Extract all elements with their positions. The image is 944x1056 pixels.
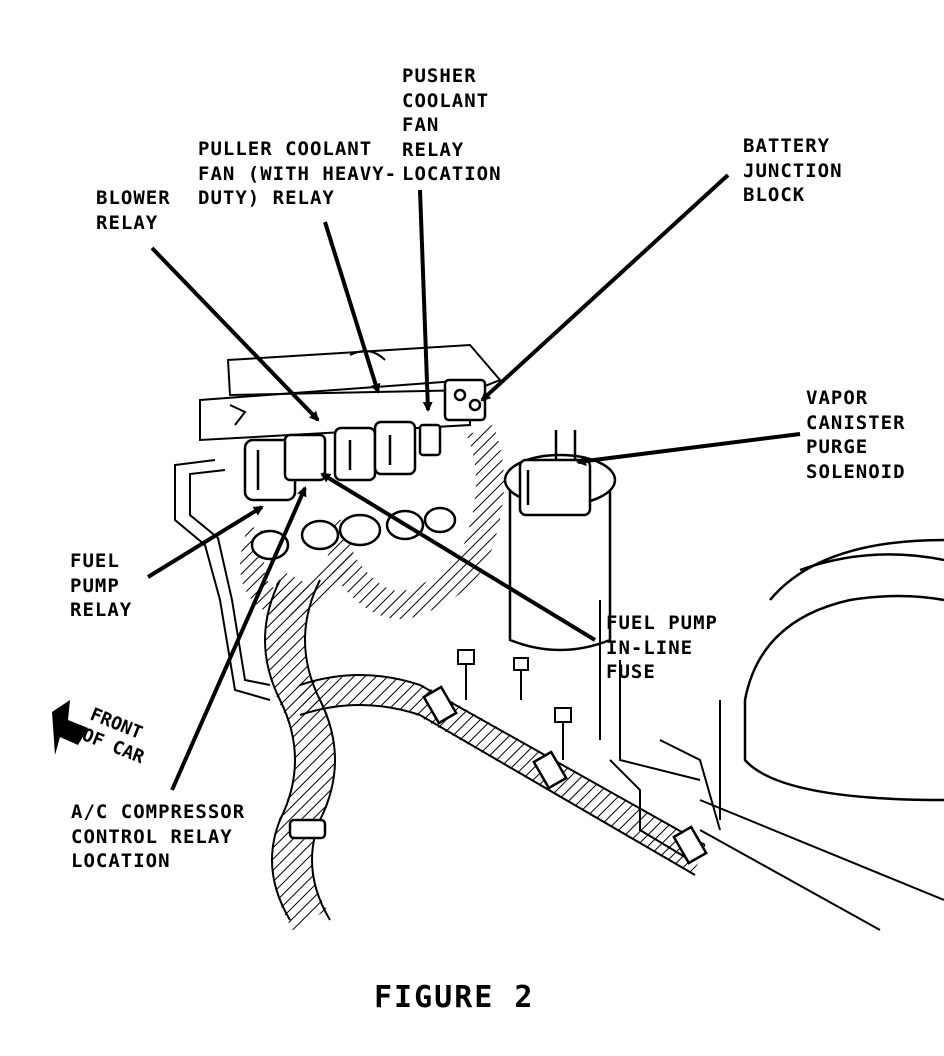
puller-line-1: PULLER COOLANT [198,138,373,160]
ac-relay-label: A/C COMPRESSOR CONTROL RELAY LOCATION [71,800,245,874]
blower-line-2: RELAY [96,211,159,234]
pusher-relay-arrow [418,189,433,412]
fuel-relay-line-3: RELAY [70,599,133,621]
blower-relay-label: BLOWER RELAY [96,186,171,235]
fuel-pump-relay-label: FUEL PUMP RELAY [70,549,132,623]
blower-relay-arrow [150,246,320,422]
vapor-canister-arrow [576,432,801,466]
fuel-relay-line-1: FUEL [70,550,120,572]
battery-junction-block [443,378,487,422]
relay-block [243,420,442,502]
ac-line-3: LOCATION [71,850,171,872]
fuel-pump-fuse-arrow [320,472,597,642]
ac-relay-arrow [170,486,307,791]
vapor-canister-label: VAPOR CANISTER PURGE SOLENOID [806,386,906,484]
battery-line-2: JUNCTION [743,159,843,182]
bolts [457,649,572,760]
pusher-line-1: PUSHER [402,65,477,87]
left-bracket [174,459,271,701]
puller-relay-shape [333,426,377,482]
wiring-harness [240,424,708,931]
fuel-pump-relay-arrow [146,505,264,579]
vapor-line-1: VAPOR [806,387,869,409]
pusher-line-2: COOLANT [402,89,490,112]
blower-relay-shape [283,433,327,482]
fuel-relay-line-2: PUMP [70,574,120,597]
figure-caption: FIGURE 2 [374,980,535,1015]
purge-solenoid-shape [518,458,592,517]
ac-line-1: A/C COMPRESSOR [71,801,246,823]
pusher-line-4: RELAY [402,138,465,161]
ac-line-2: CONTROL RELAY [71,825,233,848]
fuse-line-2: IN-LINE [606,636,694,659]
battery-line-3: BLOCK [743,184,806,206]
front-arrow-icon [52,700,88,755]
fuse-line-3: FUSE [606,661,656,683]
vapor-line-4: SOLENOID [806,460,906,483]
leader-arrows [146,173,801,791]
fuel-pump-fuse-label: FUEL PUMP IN-LINE FUSE [606,611,718,685]
battery-junction-arrow [480,173,730,402]
vapor-line-2: CANISTER [806,411,906,434]
blower-line-1: BLOWER [96,187,171,209]
battery-line-1: BATTERY [743,135,831,157]
fuse-line-1: FUEL PUMP [606,612,718,634]
vapor-line-3: PURGE [806,436,869,458]
puller-relay-arrow [323,221,381,394]
pusher-relay-label: PUSHER COOLANT FAN RELAY LOCATION [402,64,502,187]
puller-line-2: FAN (WITH HEAVY- [198,162,398,185]
puller-relay-label: PULLER COOLANT FAN (WITH HEAVY- DUTY) RE… [198,137,397,211]
air-cleaner [743,538,944,802]
puller-line-3: DUTY) RELAY [198,187,335,209]
vapor-canister [503,430,617,652]
pusher-relay-shape [373,420,417,476]
pusher-line-5: LOCATION [402,163,502,185]
connectors [250,506,708,865]
battery-junction-label: BATTERY JUNCTION BLOCK [743,134,843,208]
pusher-line-3: FAN [402,114,440,136]
